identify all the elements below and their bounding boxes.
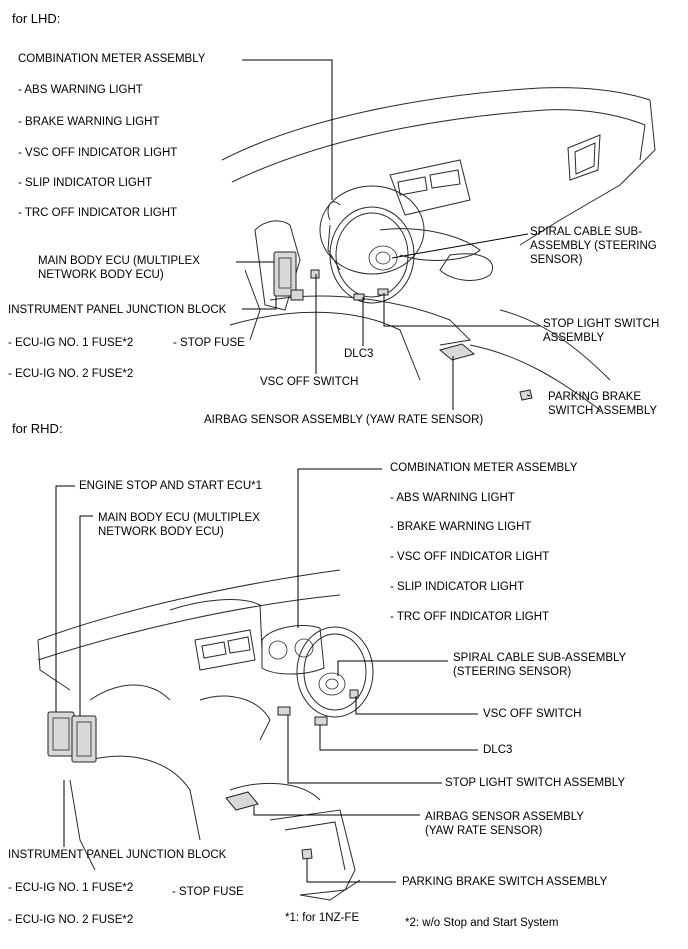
rhd-main-body-ecu-label: MAIN BODY ECU (MULTIPLEX NETWORK BODY EC…: [98, 511, 260, 539]
rhd-dashboard-illustration: [37, 569, 374, 901]
lhd-stop-light-switch-line1: STOP LIGHT SWITCH: [543, 318, 660, 330]
lhd-main-body-ecu-label: MAIN BODY ECU (MULTIPLEX NETWORK BODY EC…: [38, 254, 200, 282]
rhd-vsc-off-indicator-label: - VSC OFF INDICATOR LIGHT: [390, 551, 550, 563]
rhd-abs-warning-label: - ABS WARNING LIGHT: [390, 492, 515, 504]
lhd-vsc-off-indicator-label: - VSC OFF INDICATOR LIGHT: [18, 147, 178, 159]
rhd-spiral-cable-label: SPIRAL CABLE SUB-ASSEMBLY (STEERING SENS…: [453, 651, 626, 679]
lhd-brake-warning-label: - BRAKE WARNING LIGHT: [18, 116, 160, 128]
lhd-spiral-cable-label: SPIRAL CABLE SUB- ASSEMBLY (STEERING SEN…: [530, 225, 657, 267]
lhd-ecu-ig-no2-label: - ECU-IG NO. 2 FUSE*2: [8, 368, 134, 380]
rhd-airbag-sensor-line2: (YAW RATE SENSOR): [425, 825, 543, 837]
rhd-section-title: for RHD:: [12, 421, 63, 436]
rhd-brake-warning-label: - BRAKE WARNING LIGHT: [390, 521, 532, 533]
rhd-ecu-ig-no2-label: - ECU-IG NO. 2 FUSE*2: [8, 914, 134, 926]
rhd-airbag-sensor-line1: AIRBAG SENSOR ASSEMBLY: [425, 811, 584, 823]
lhd-airbag-sensor-label: AIRBAG SENSOR ASSEMBLY (YAW RATE SENSOR): [204, 414, 484, 426]
lhd-stop-light-switch-label: STOP LIGHT SWITCH ASSEMBLY: [543, 317, 659, 345]
rhd-ecu-ig-no1-label: - ECU-IG NO. 1 FUSE*2: [8, 882, 134, 894]
lhd-stop-fuse-label: - STOP FUSE: [173, 337, 245, 349]
rhd-main-body-ecu-line2: NETWORK BODY ECU): [98, 526, 224, 538]
lhd-section-title: for LHD:: [12, 11, 61, 26]
rhd-instrument-panel-jb-label: INSTRUMENT PANEL JUNCTION BLOCK: [8, 849, 227, 861]
lhd-instrument-panel-jb-label: INSTRUMENT PANEL JUNCTION BLOCK: [8, 304, 227, 316]
lhd-main-body-ecu-line2: NETWORK BODY ECU): [38, 269, 164, 281]
lhd-parking-brake-switch-label: PARKING BRAKE SWITCH ASSEMBLY: [548, 390, 657, 418]
rhd-leader-lines: [55, 468, 478, 883]
lhd-vsc-off-switch-label: VSC OFF SWITCH: [260, 376, 359, 388]
footnote-1: *1: for 1NZ-FE: [285, 912, 360, 924]
lhd-stop-light-switch-line2: ASSEMBLY: [543, 332, 605, 344]
rhd-spiral-cable-line2: (STEERING SENSOR): [453, 666, 572, 678]
lhd-abs-warning-label: - ABS WARNING LIGHT: [18, 84, 143, 96]
lhd-trc-off-indicator-label: - TRC OFF INDICATOR LIGHT: [18, 207, 178, 219]
footnote-2: *2: w/o Stop and Start System: [405, 917, 559, 929]
lhd-slip-indicator-label: - SLIP INDICATOR LIGHT: [18, 177, 153, 189]
lhd-dlc3-label: DLC3: [344, 348, 374, 360]
rhd-slip-indicator-label: - SLIP INDICATOR LIGHT: [390, 581, 525, 593]
rhd-trc-off-indicator-label: - TRC OFF INDICATOR LIGHT: [390, 611, 550, 623]
rhd-engine-stop-ecu-label: ENGINE STOP AND START ECU*1: [79, 480, 262, 492]
lhd-parking-brake-line2: SWITCH ASSEMBLY: [548, 405, 658, 417]
lhd-spiral-cable-line3: SENSOR): [530, 254, 583, 266]
lhd-spiral-cable-line2: ASSEMBLY (STEERING: [530, 240, 657, 252]
rhd-parking-brake-switch-label: PARKING BRAKE SWITCH ASSEMBLY: [402, 876, 608, 888]
lhd-combination-meter-label: COMBINATION METER ASSEMBLY: [18, 53, 206, 65]
lhd-parking-brake-line1: PARKING BRAKE: [548, 391, 642, 403]
lhd-spiral-cable-line1: SPIRAL CABLE SUB-: [530, 226, 643, 238]
rhd-airbag-sensor-label: AIRBAG SENSOR ASSEMBLY (YAW RATE SENSOR): [425, 810, 584, 838]
lhd-main-body-ecu-line1: MAIN BODY ECU (MULTIPLEX: [38, 255, 200, 267]
rhd-stop-fuse-label: - STOP FUSE: [172, 886, 244, 898]
lhd-leader-lines: [236, 59, 540, 410]
lhd-ecu-ig-no1-label: - ECU-IG NO. 1 FUSE*2: [8, 337, 134, 349]
rhd-vsc-off-switch-label: VSC OFF SWITCH: [483, 708, 582, 720]
rhd-spiral-cable-line1: SPIRAL CABLE SUB-ASSEMBLY: [453, 652, 627, 664]
rhd-main-body-ecu-line1: MAIN BODY ECU (MULTIPLEX: [98, 512, 260, 524]
rhd-combination-meter-label: COMBINATION METER ASSEMBLY: [390, 462, 578, 474]
lhd-dashboard-illustration: [221, 87, 656, 411]
rhd-stop-light-switch-label: STOP LIGHT SWITCH ASSEMBLY: [445, 777, 626, 789]
rhd-dlc3-label: DLC3: [483, 744, 513, 756]
